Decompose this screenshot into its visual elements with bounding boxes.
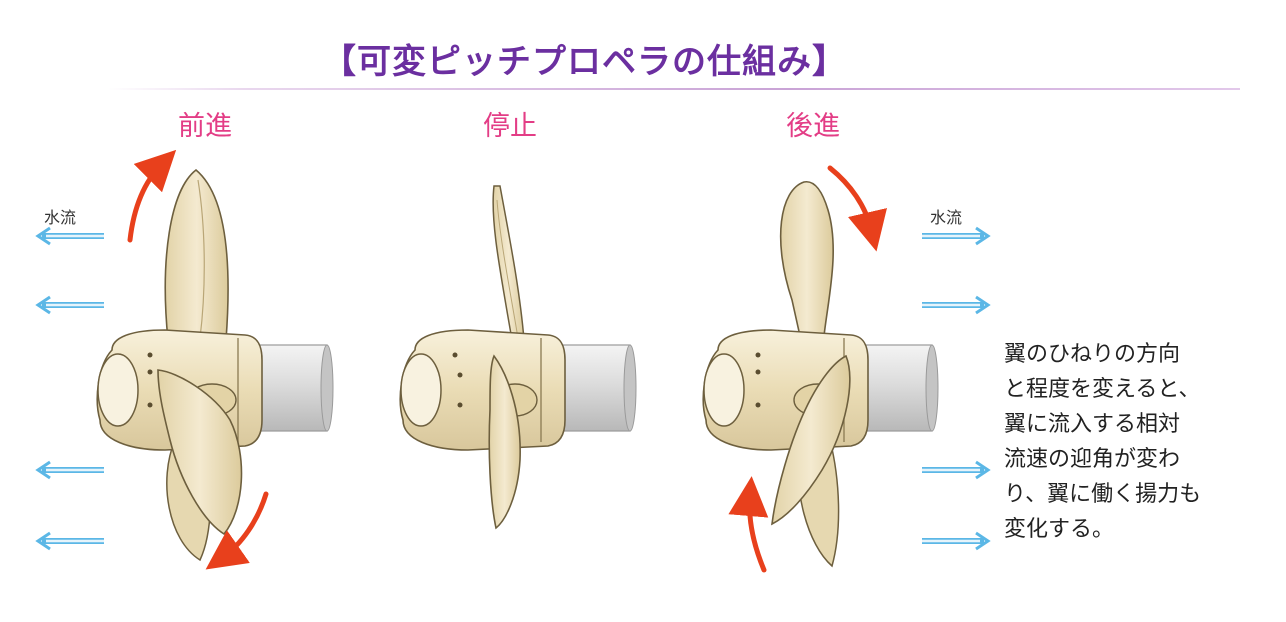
water-flow-arrows-right <box>922 226 991 551</box>
rotation-arrow-top <box>827 165 887 252</box>
rotation-arrow-top <box>127 149 177 243</box>
hub-nose <box>400 353 442 427</box>
explanation-line: 変化する。 <box>1004 517 1115 542</box>
explanation-line: り、翼に働く揚力も <box>1004 482 1202 507</box>
shaft <box>254 344 328 432</box>
flow-arrow <box>35 295 104 315</box>
hub-nose <box>703 353 745 427</box>
shaft <box>859 344 933 432</box>
water-flow-label-right: 水流 <box>930 208 963 227</box>
propeller-forward <box>35 149 334 570</box>
label-stop: 停止 <box>483 111 537 142</box>
hub <box>399 329 566 451</box>
flow-arrow <box>922 226 991 246</box>
label-reverse: 後進 <box>786 111 840 142</box>
rotation-arrow-bottom <box>728 476 769 573</box>
flow-arrow <box>922 460 991 480</box>
explanation-line: 翼に流入する相対 <box>1004 412 1181 437</box>
label-forward: 前進 <box>178 111 232 142</box>
flow-arrow <box>922 295 991 315</box>
blade-top <box>779 181 834 337</box>
rotation-arrow-bottom <box>205 491 269 570</box>
blade-front <box>771 354 851 526</box>
shaft <box>557 344 631 432</box>
hub-nose <box>97 353 139 427</box>
explanation-line: 流速の迎角が変わ <box>1004 447 1181 472</box>
explanation-text: 翼のひねりの方向 と程度を変えると、 翼に流入する相対 流速の迎角が変わ り、翼… <box>1004 337 1244 547</box>
blade-top <box>164 168 229 341</box>
flow-arrow <box>35 460 104 480</box>
propeller-reverse <box>702 165 991 573</box>
title-divider <box>108 88 1240 90</box>
flow-arrow <box>922 531 991 551</box>
explanation-line: と程度を変えると、 <box>1004 377 1201 402</box>
page-title: 【可変ピッチプロペラの仕組み】 <box>322 42 847 82</box>
water-flow-arrows-left <box>35 226 104 551</box>
blade-front <box>488 354 521 530</box>
flow-arrow <box>35 531 104 551</box>
propeller-stop <box>399 185 637 530</box>
explanation-line: 翼のひねりの方向 <box>1004 342 1181 367</box>
flow-arrow <box>35 226 104 246</box>
water-flow-label-left: 水流 <box>44 208 77 227</box>
